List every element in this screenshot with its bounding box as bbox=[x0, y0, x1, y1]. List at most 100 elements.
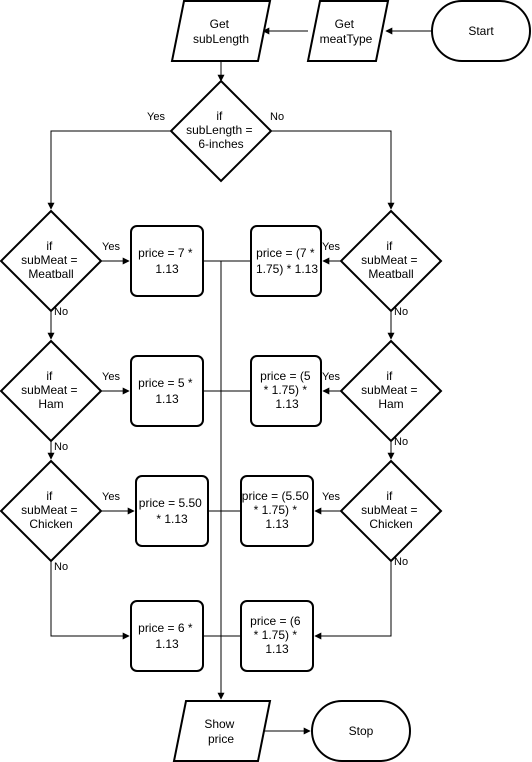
get-meattype-line-2: meatType bbox=[320, 32, 373, 46]
price-chicken-12-line-2: * 1.75) * bbox=[254, 503, 298, 517]
left-if-meatball-line-2: subMeat = bbox=[21, 253, 77, 267]
svg-text:price = 5 * 1.13: price = 5 * 1.13 bbox=[138, 376, 196, 406]
price-meatball-6-process: price = 7 * 1.13 bbox=[130, 225, 204, 297]
left-if-meatball-line-3: Meatball bbox=[28, 267, 73, 281]
price-other-6-line-2: 1.13 bbox=[155, 637, 179, 651]
left-if-ham-line-1: if bbox=[46, 369, 53, 383]
svg-text:if subMeat = Meatb: if subMeat = Meatball bbox=[21, 239, 81, 281]
label-left-ham-no: No bbox=[54, 441, 68, 453]
svg-text:price = 7 * 1.13: price = 7 * 1.13 bbox=[138, 246, 196, 276]
left-if-chicken-decision: if subMeat = Chicken bbox=[0, 459, 103, 563]
label-left-ham-yes: Yes bbox=[102, 371, 120, 383]
stop-label: Stop bbox=[349, 724, 374, 738]
show-price-line-1: Show bbox=[204, 717, 234, 731]
left-if-meatball-decision: if subMeat = Meatball bbox=[0, 209, 103, 313]
label-left-meatball-no: No bbox=[54, 306, 68, 318]
price-meatball-12-process: price = (7 * 1.75) * 1.13 bbox=[250, 225, 322, 297]
svg-text:if subMeat = Meatb: if subMeat = Meatball bbox=[361, 239, 421, 281]
svg-text:if subLength = 6-i: if subLength = 6-inches bbox=[186, 109, 256, 151]
left-if-chicken-line-2: subMeat = bbox=[21, 503, 77, 517]
price-other-12-line-1: price = (6 bbox=[250, 614, 301, 628]
start-label: Start bbox=[468, 24, 494, 38]
left-if-ham-line-2: subMeat = bbox=[21, 383, 77, 397]
left-if-chicken-line-1: if bbox=[46, 489, 53, 503]
left-if-ham-decision: if subMeat = Ham bbox=[0, 339, 103, 443]
price-meatball-6-line-2: 1.13 bbox=[155, 262, 179, 276]
price-other-6-process: price = 6 * 1.13 bbox=[130, 600, 204, 672]
svg-text:price = (6 * 1.75) *: price = (6 * 1.75) * 1.13 bbox=[250, 614, 304, 656]
price-meatball-12-line-1: price = (7 * bbox=[256, 246, 315, 260]
right-if-ham-line-1: if bbox=[386, 369, 393, 383]
right-if-meatball-line-2: subMeat = bbox=[361, 253, 417, 267]
get-sublength-input: Get subLength bbox=[170, 0, 272, 62]
price-ham-12-line-1: price = (5 bbox=[260, 369, 311, 383]
label-right-chicken-yes: Yes bbox=[322, 491, 340, 503]
left-if-chicken-line-3: Chicken bbox=[29, 517, 72, 531]
label-right-meatball-no: No bbox=[394, 306, 408, 318]
price-other-12-process: price = (6 * 1.75) * 1.13 bbox=[240, 600, 314, 672]
label-right-meatball-yes: Yes bbox=[322, 241, 340, 253]
price-ham-6-line-2: 1.13 bbox=[155, 392, 179, 406]
svg-text:Get meatType: Get meatType bbox=[320, 17, 373, 46]
right-if-chicken-line-1: if bbox=[386, 489, 393, 503]
svg-text:if subMeat = Ham: if subMeat = Ham bbox=[21, 369, 81, 411]
if-sublength-decision: if subLength = 6-inches bbox=[169, 79, 273, 183]
edge-if-sublength-no bbox=[271, 130, 395, 210]
price-chicken-6-process: price = 5.50 * 1.13 bbox=[135, 475, 209, 547]
price-chicken-6-line-2: * 1.13 bbox=[156, 512, 188, 526]
edges bbox=[47, 27, 432, 735]
svg-text:Start: Start bbox=[468, 24, 494, 38]
get-sublength-line-1: Get bbox=[210, 17, 230, 31]
price-chicken-12-line-1: price = (5.50 bbox=[242, 489, 309, 503]
right-if-ham-line-3: Ham bbox=[378, 397, 403, 411]
label-left-chicken-no: No bbox=[54, 561, 68, 573]
svg-text:price = (7 * 1.75) * 1.: price = (7 * 1.75) * 1.13 bbox=[256, 246, 318, 276]
label-top-yes: Yes bbox=[147, 111, 165, 123]
edge-labels: Yes No Yes No Yes No Yes No Yes No Yes N… bbox=[54, 111, 408, 573]
label-right-ham-no: No bbox=[394, 436, 408, 448]
edge-right-chicken-no bbox=[314, 561, 392, 640]
right-if-meatball-decision: if subMeat = Meatball bbox=[339, 209, 443, 313]
get-meattype-line-1: Get bbox=[335, 17, 355, 31]
svg-text:price = 6 * 1.13: price = 6 * 1.13 bbox=[138, 621, 196, 651]
price-ham-12-line-3: 1.13 bbox=[275, 397, 299, 411]
edge-left-chicken-no bbox=[50, 561, 130, 640]
price-meatball-12-line-2: 1.75) * 1.13 bbox=[256, 262, 318, 276]
svg-text:Stop: Stop bbox=[349, 724, 374, 738]
label-left-meatball-yes: Yes bbox=[102, 241, 120, 253]
price-chicken-6-line-1: price = 5.50 bbox=[139, 496, 202, 510]
price-meatball-6-line-1: price = 7 * bbox=[138, 246, 193, 260]
right-if-ham-line-2: subMeat = bbox=[361, 383, 417, 397]
right-if-chicken-decision: if subMeat = Chicken bbox=[339, 459, 443, 563]
price-other-6-line-1: price = 6 * bbox=[138, 621, 193, 635]
price-other-12-line-2: * 1.75) * bbox=[254, 628, 298, 642]
edge-if-sublength-yes bbox=[47, 130, 171, 210]
if-sublength-line-1: if bbox=[216, 109, 223, 123]
if-sublength-line-2: subLength = bbox=[186, 123, 252, 137]
left-if-meatball-line-1: if bbox=[46, 239, 53, 253]
price-ham-12-process: price = (5 * 1.75) * 1.13 bbox=[250, 355, 322, 427]
price-chicken-12-line-3: 1.13 bbox=[265, 517, 289, 531]
label-left-chicken-yes: Yes bbox=[102, 491, 120, 503]
price-chicken-12-process: price = (5.50 * 1.75) * 1.13 bbox=[240, 475, 314, 547]
label-right-ham-yes: Yes bbox=[322, 371, 340, 383]
svg-text:price = (5.50 * 1.75) *: price = (5.50 * 1.75) * 1.13 bbox=[242, 489, 312, 531]
right-if-chicken-line-3: Chicken bbox=[369, 517, 412, 531]
get-meattype-input: Get meatType bbox=[306, 0, 390, 62]
svg-text:if subMeat = Chick: if subMeat = Chicken bbox=[21, 489, 81, 531]
get-sublength-line-2: subLength bbox=[193, 32, 249, 46]
show-price-output: Show price bbox=[172, 700, 272, 762]
svg-text:if subMeat = Ham: if subMeat = Ham bbox=[361, 369, 421, 411]
start-terminator: Start bbox=[431, 0, 531, 62]
right-if-meatball-line-1: if bbox=[386, 239, 393, 253]
stop-terminator: Stop bbox=[311, 700, 411, 762]
right-if-chicken-line-2: subMeat = bbox=[361, 503, 417, 517]
svg-text:Get subLength: Get subLength bbox=[193, 17, 249, 46]
label-top-no: No bbox=[270, 111, 284, 123]
right-if-ham-decision: if subMeat = Ham bbox=[339, 339, 443, 443]
price-ham-12-line-2: * 1.75) * bbox=[264, 383, 308, 397]
price-ham-6-process: price = 5 * 1.13 bbox=[130, 355, 204, 427]
svg-text:if subMeat = Chick: if subMeat = Chicken bbox=[361, 489, 421, 531]
price-other-12-line-3: 1.13 bbox=[265, 642, 289, 656]
